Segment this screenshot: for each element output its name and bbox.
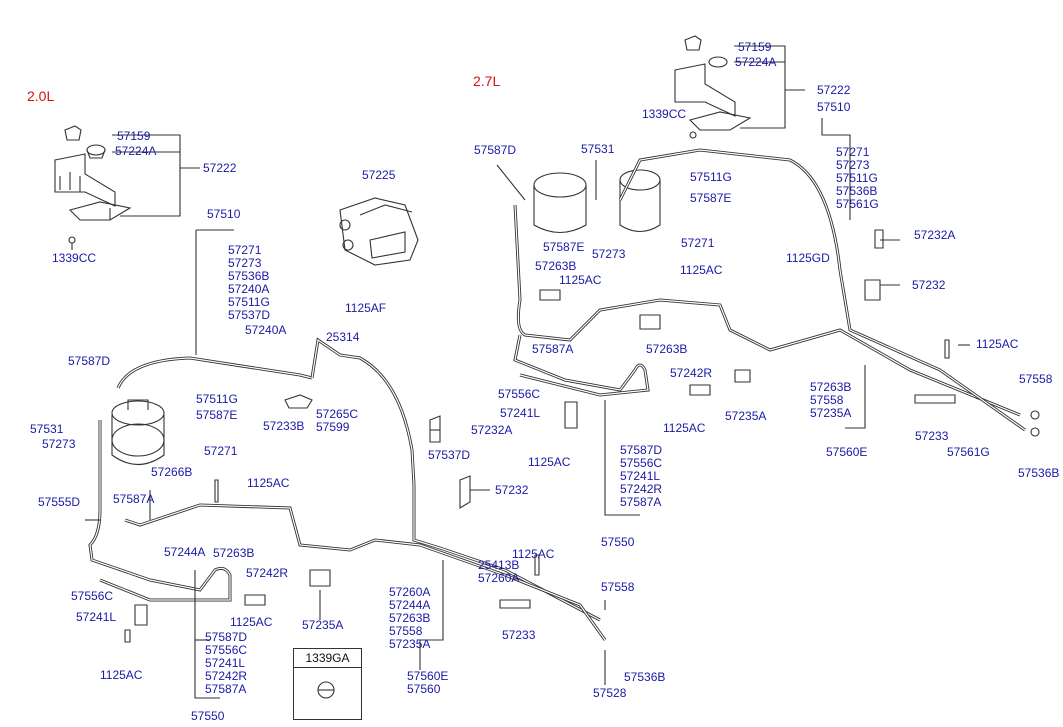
part-box-title: 1339GA	[294, 649, 361, 668]
part-label[interactable]: 1125AC	[559, 273, 602, 287]
part-label[interactable]: 57537D	[428, 448, 471, 462]
bracket-57222-right	[674, 35, 752, 139]
reservoir-right-2	[619, 169, 661, 233]
part-label[interactable]: 57550	[191, 709, 225, 723]
pump-57225	[339, 197, 419, 266]
variant-label-2.0L: 2.0L	[27, 88, 55, 104]
part-label[interactable]: 57271	[204, 444, 238, 458]
part-label[interactable]: 57263B	[646, 342, 688, 356]
part-label[interactable]: 57550	[601, 535, 635, 549]
part-label[interactable]: 57511G	[196, 392, 238, 406]
part-label[interactable]: 57233	[502, 628, 536, 642]
part-label[interactable]: 57510	[817, 100, 851, 114]
part-label[interactable]: 1125AC	[230, 615, 273, 629]
part-label[interactable]: 57587D	[68, 354, 111, 368]
part-label[interactable]: 57587A	[532, 342, 574, 356]
part-label[interactable]: 1125AC	[976, 337, 1019, 351]
part-label[interactable]: 57531	[30, 422, 64, 436]
part-label[interactable]: 1125GD	[786, 251, 830, 265]
part-label[interactable]: 57159	[117, 129, 151, 143]
part-label[interactable]: 57241L	[500, 406, 541, 420]
part-label[interactable]: 1125AC	[528, 455, 571, 469]
part-label[interactable]: 57556C	[71, 589, 114, 603]
part-label[interactable]: 57233B	[263, 419, 305, 433]
part-label[interactable]: 57560E 57560	[407, 669, 449, 696]
part-label[interactable]: 57587A	[113, 492, 155, 506]
part-label[interactable]: 25314	[326, 330, 360, 344]
part-label[interactable]: 25413B 57260A	[478, 558, 520, 585]
part-label[interactable]: 57241L	[76, 610, 117, 624]
part-label[interactable]: 57235A	[725, 409, 767, 423]
part-label[interactable]: 57222	[817, 83, 851, 97]
part-label[interactable]: 57232	[495, 483, 529, 497]
part-label[interactable]: 57536B	[1018, 466, 1060, 480]
part-label[interactable]: 57240A	[245, 323, 287, 337]
part-label[interactable]: 57159	[738, 40, 772, 54]
part-label[interactable]: 57224A	[735, 55, 777, 69]
part-label[interactable]: 1339CC	[642, 107, 687, 121]
variant-label-2.7L: 2.7L	[473, 73, 501, 89]
part-label[interactable]: 57242R	[246, 566, 289, 580]
part-label[interactable]: 57556C	[498, 387, 541, 401]
part-label[interactable]: 1125AC	[663, 421, 706, 435]
part-label[interactable]: 57273	[592, 247, 626, 261]
part-label[interactable]: 57232A	[914, 228, 956, 242]
part-label[interactable]: 57233	[915, 429, 949, 443]
part-label[interactable]: 1125AC	[680, 263, 723, 277]
bracket-57222-left	[54, 125, 132, 244]
part-label[interactable]: 57587E	[690, 191, 732, 205]
part-label[interactable]: 1125AC	[512, 547, 555, 561]
part-label[interactable]: 57263B	[213, 546, 255, 560]
reservoir-left	[111, 399, 165, 466]
part-label-group[interactable]: 57587D 57556C 57241L 57242R 57587A	[205, 630, 248, 696]
part-label[interactable]: 57536B	[624, 670, 666, 684]
part-label-group[interactable]: 57260A 57244A 57263B 57558 57235A	[389, 585, 431, 651]
part-label[interactable]: 57265C 57599	[316, 407, 359, 434]
part-label[interactable]: 57510	[207, 207, 241, 221]
part-box-1339GA: 1339GA	[293, 648, 362, 720]
part-label[interactable]: 57242R	[670, 366, 713, 380]
part-label[interactable]: 57232	[912, 278, 946, 292]
part-label[interactable]: 57561G	[947, 445, 990, 459]
part-label[interactable]: 57528	[593, 686, 627, 700]
part-label[interactable]: 57560E	[826, 445, 868, 459]
part-label[interactable]: 57225	[362, 168, 396, 182]
part-label[interactable]: 57558	[1019, 372, 1053, 386]
part-label[interactable]: 57235A	[302, 618, 344, 632]
part-label[interactable]: 57266B	[151, 465, 193, 479]
part-label-group[interactable]: 57263B 57558 57235A	[810, 380, 852, 420]
part-label[interactable]: 57232A	[471, 423, 513, 437]
part-label[interactable]: 57273	[42, 437, 76, 451]
part-label-group[interactable]: 57271 57273 57511G 57536B 57561G	[836, 145, 879, 211]
part-label[interactable]: 57555D	[38, 495, 81, 509]
part-label[interactable]: 57263B	[535, 259, 577, 273]
part-label[interactable]: 57558	[601, 580, 635, 594]
part-label[interactable]: 57587E	[543, 240, 585, 254]
part-label[interactable]: 1125AF	[345, 301, 387, 315]
part-label-group[interactable]: 57271 57273 57536B 57240A 57511G 57537D	[228, 243, 271, 322]
part-label-group[interactable]: 57587D 57556C 57241L 57242R 57587A	[620, 443, 663, 509]
part-label[interactable]: 57587D	[474, 143, 517, 157]
part-label[interactable]: 57244A	[164, 545, 206, 559]
part-label[interactable]: 1125AC	[100, 668, 143, 682]
part-label[interactable]: 1125AC	[247, 476, 290, 490]
part-label[interactable]: 57222	[203, 161, 237, 175]
reservoir-right	[533, 172, 587, 234]
part-label[interactable]: 57224A	[115, 144, 157, 158]
part-label[interactable]: 1339CC	[52, 251, 97, 265]
part-label[interactable]: 57587E	[196, 408, 238, 422]
part-label[interactable]: 57531	[581, 142, 615, 156]
part-label[interactable]: 57271	[681, 236, 715, 250]
part-label[interactable]: 57511G	[690, 170, 732, 184]
